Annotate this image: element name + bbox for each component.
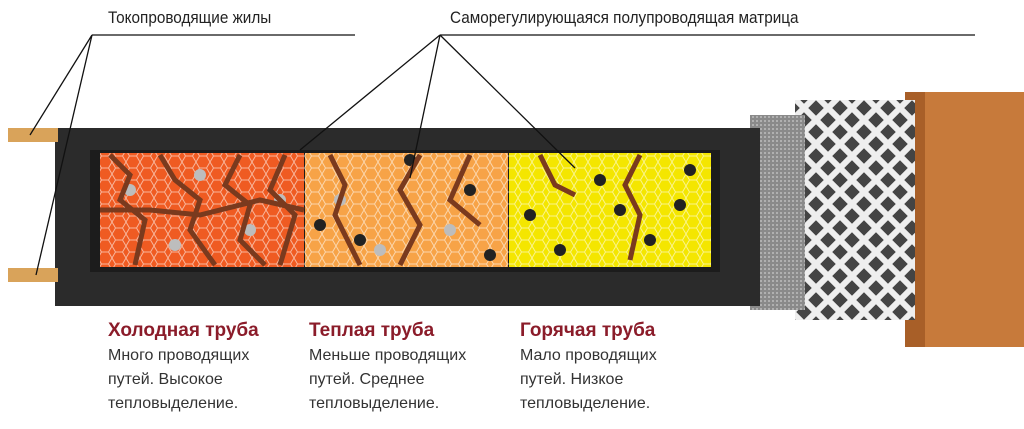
section-title: Холодная труба — [108, 320, 259, 341]
leader-lines — [29, 34, 975, 276]
section-text: Мало проводящих — [520, 347, 657, 364]
section-text: путей. Низкое — [520, 371, 624, 388]
section-text: Много проводящих — [108, 347, 250, 364]
section-text: путей. Среднее — [309, 371, 425, 388]
conductor-bottom — [8, 268, 58, 282]
carbon-cells — [314, 154, 696, 261]
section-cold: Холодная труба Много проводящих путей. В… — [108, 318, 318, 416]
outer-jacket — [905, 92, 1024, 347]
label-conductors: Токопроводящие жилы — [108, 8, 272, 27]
section-hot: Горячая труба Мало проводящих путей. Низ… — [520, 318, 730, 416]
section-text: Меньше проводящих — [309, 347, 467, 364]
section-text: тепловыделение. — [108, 395, 239, 412]
label-matrix: Саморегулирующаяся полупроводящая матриц… — [450, 8, 799, 27]
section-title: Теплая труба — [309, 320, 435, 341]
section-warm: Теплая труба Меньше проводящих путей. Ср… — [309, 318, 519, 416]
section-title: Горячая труба — [520, 320, 656, 341]
section-text: путей. Высокое — [108, 371, 223, 388]
metal-braid — [795, 100, 915, 320]
conductor-top — [8, 128, 58, 142]
conductive-paths — [100, 153, 643, 267]
section-text: тепловыделение. — [520, 395, 651, 412]
section-text: тепловыделение. — [309, 395, 440, 412]
